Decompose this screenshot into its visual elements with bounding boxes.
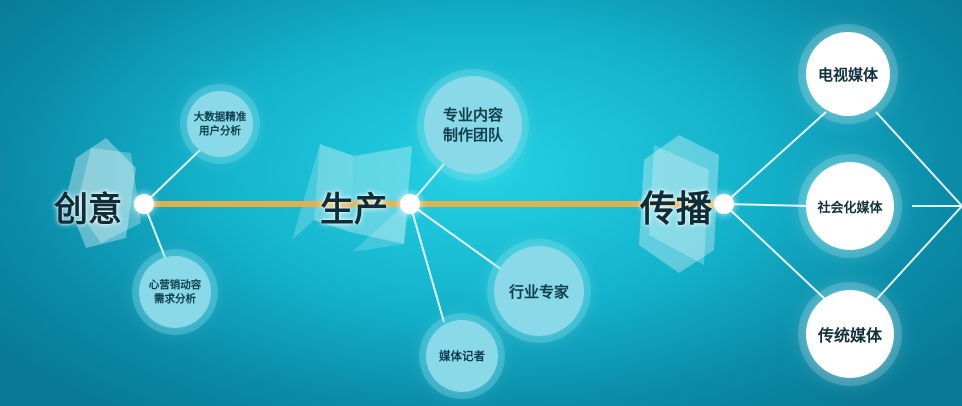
link-traditional-edge <box>875 205 962 301</box>
link-production-experts <box>409 203 503 271</box>
ideation-decoration-shape <box>66 138 141 248</box>
stage-label-distribution: 传播 <box>640 189 713 230</box>
node-traditional-media-label: 传统媒体 <box>817 326 882 345</box>
link-production-reporters <box>409 203 445 323</box>
ideation-junction-dot <box>134 194 154 214</box>
node-media-reporters: 媒体记者 <box>426 320 498 392</box>
node-traditional-media: 传统媒体 <box>806 290 894 378</box>
node-marketing-analysis-label: 心营销动容 需求分析 <box>148 279 202 305</box>
link-tv-edge <box>875 111 962 207</box>
node-professional-team-label: 专业内容 制作团队 <box>442 106 503 144</box>
distribution-junction-dot <box>714 194 734 214</box>
node-social-media-label: 社会化媒体 <box>817 200 883 216</box>
link-ideation-marketing <box>143 203 167 261</box>
link-distribution-traditional <box>723 203 827 301</box>
node-tv-media-label: 电视媒体 <box>817 65 878 84</box>
node-marketing-analysis: 心营销动容 需求分析 <box>139 256 211 328</box>
link-distribution-tv <box>723 111 827 205</box>
node-social-media: 社会化媒体 <box>806 162 894 250</box>
node-tv-media: 电视媒体 <box>806 32 890 116</box>
node-industry-experts: 行业专家 <box>494 246 584 336</box>
node-big-data-analysis: 大数据精准 用户分析 <box>187 91 253 157</box>
node-media-reporters-label: 媒体记者 <box>439 349 485 363</box>
production-junction-dot <box>400 194 420 214</box>
stage-label-ideation: 创意 <box>54 190 122 230</box>
link-distribution-social <box>723 203 809 207</box>
link-ideation-bigdata <box>143 149 201 205</box>
node-professional-team: 专业内容 制作团队 <box>424 76 522 174</box>
production-decoration-shape <box>292 144 412 252</box>
node-big-data-analysis-label: 大数据精准 用户分析 <box>193 111 247 137</box>
node-industry-experts-label: 行业专家 <box>508 282 569 301</box>
stage-label-production: 生产 <box>320 190 388 230</box>
